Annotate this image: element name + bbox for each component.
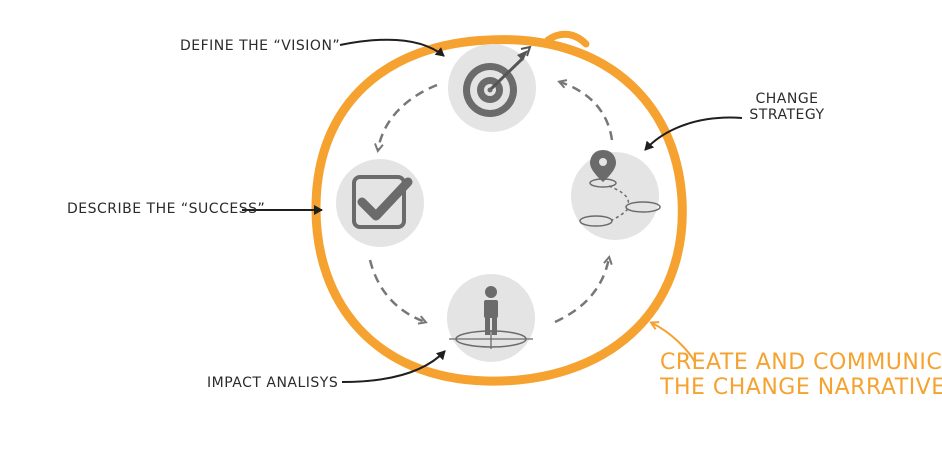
label-narrative-line1: CREATE AND COMMUNICATE [660, 350, 942, 375]
pointer-arrow-narrative [652, 323, 696, 363]
person-target-icon [447, 274, 535, 362]
pointer-arrow-vision [339, 38, 445, 57]
label-impact: IMPACT ANALISYS [207, 375, 339, 391]
target-icon [448, 44, 536, 132]
cycle-arrow-impact-to-strategy [554, 258, 609, 324]
label-success: DESCRIBE THE “SUCCESS” [67, 201, 266, 217]
cycle-ring [311, 35, 687, 386]
map-pin-route-icon [571, 150, 661, 240]
label-strategy: CHANGE STRATEGY [744, 91, 830, 123]
cycle-arrow-strategy-to-vision [560, 82, 614, 141]
checkbox-icon [336, 159, 424, 247]
ring-tail [544, 30, 590, 48]
label-strategy-line2: STRATEGY [749, 107, 825, 124]
cycle-arrow-success-to-impact [368, 259, 425, 322]
label-vision: DEFINE THE “VISION” [180, 38, 341, 54]
pointer-arrow-strategy [644, 116, 743, 151]
label-narrative-line2: THE CHANGE NARRATIVE [660, 375, 942, 401]
label-strategy-line1: CHANGE [755, 91, 819, 107]
label-narrative: CREATE AND COMMUNICATE THE CHANGE NARRAT… [660, 350, 942, 401]
cycle-arrow-vision-to-success [378, 83, 438, 150]
pointer-arrow-impact [341, 350, 446, 383]
